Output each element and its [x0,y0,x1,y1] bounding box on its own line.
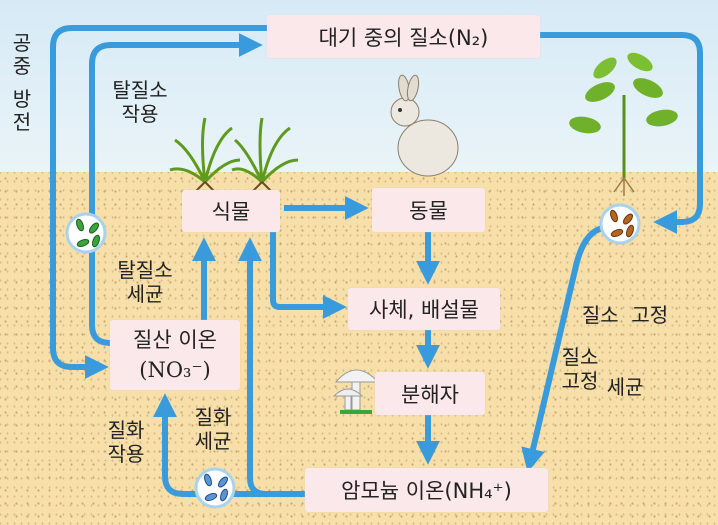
rabbit-illustration [390,74,459,177]
label-lightning-2: 방전 [12,87,32,134]
label-nitrogen-fixing-bacteria: 질소 고정 세균 [570,255,680,423]
ammonium-uptake-arrow [238,237,305,497]
label-denitrifying-bacteria-1: 탈질소 [117,258,173,282]
denitrifying-bacteria-icon [65,212,107,254]
label-lightning: 공중 방전 [10,32,34,134]
label-nitrification-1: 질화 [107,418,145,442]
node-remains-label: 사체, 배설물 [369,298,479,322]
node-atmospheric-nitrogen-label: 대기 중의 질소(N₂) [318,25,489,50]
node-ammonium: 암모늄 이온(NH₄⁺) [305,468,548,512]
label-nitrifying-bacteria: 질화 세균 [183,405,243,453]
node-atmospheric-nitrogen: 대기 중의 질소(N₂) [267,15,540,58]
node-plant-label: 식물 [211,200,251,224]
nitrification-arrow [153,393,305,497]
label-denitrification: 탈질소 작용 [100,78,180,126]
fixation-arrow [521,225,604,473]
nitrifying-bacteria-icon [194,467,236,509]
label-nitrogen-fixation-2: 고정 [561,369,599,393]
label-nitrification: 질화 작용 [96,418,156,466]
label-nitrogen-fixation: 질소 고정 [550,345,610,393]
label-nitrifying-bacteria-2: 세균 [194,429,232,453]
fixation-input-arrow [540,32,703,234]
node-nitrate-label: 질산 이온 [133,328,217,352]
lightning-arrow [50,25,267,379]
nitrogen-fixing-bacteria-icon [599,203,641,245]
node-nitrate-formula: (NO₃⁻) [139,358,211,382]
label-denitrification-2: 작용 [121,102,159,126]
node-plant: 식물 [182,190,280,232]
label-nitrifying-bacteria-1: 질화 [194,405,232,429]
grass-plants-illustration [169,117,299,193]
node-decomposer: 분해자 [375,372,485,415]
node-decomposer-label: 분해자 [401,382,459,407]
node-nitrate: 질산 이온 (NO₃⁻) [110,320,240,390]
node-animal-label: 동물 [409,199,448,223]
label-denitrifying-bacteria: 탈질소 세균 [105,258,185,306]
label-denitrification-1: 탈질소 [112,78,168,102]
node-remains: 사체, 배설물 [348,288,500,330]
mushroom-illustration [332,369,380,414]
label-nitrogen-fixing-bacteria-1: 질소 고정 [581,303,669,327]
label-nitrogen-fixing-bacteria-2: 세균 [606,375,644,399]
label-lightning-1: 공중 [12,31,32,78]
label-nitrogen-fixation-1: 질소 [561,345,599,369]
plant-to-remains-arrow [270,232,347,319]
denitrification-arrow [89,33,263,346]
label-denitrifying-bacteria-2: 세균 [126,282,164,306]
node-animal: 동물 [372,188,485,232]
bean-seedling-illustration [569,52,678,196]
label-nitrification-2: 작용 [107,442,145,466]
node-ammonium-label: 암모늄 이온(NH₄⁺) [341,479,512,503]
